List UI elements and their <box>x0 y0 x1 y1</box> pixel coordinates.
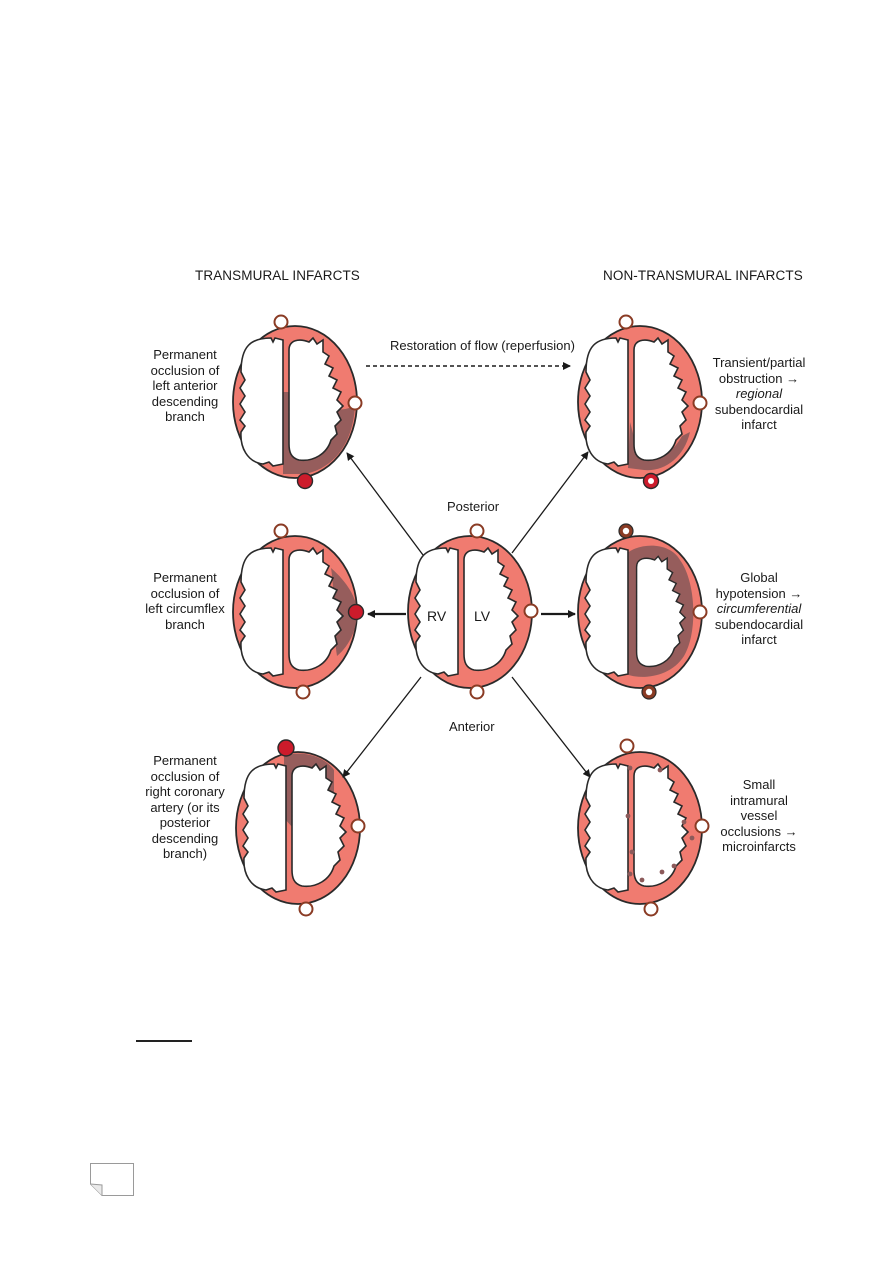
micro-posterior-vessel <box>619 738 635 754</box>
non-transmural-header: NON-TRANSMURAL INFARCTS <box>603 268 803 283</box>
posterior-label: Posterior <box>447 499 500 514</box>
anterior-label: Anterior <box>449 719 495 734</box>
center-posterior-vessel <box>469 523 485 539</box>
label-circumferential-subendocardial: Global hypotension → circumferential sub… <box>714 570 804 647</box>
underline-rule <box>136 1040 192 1042</box>
reperfusion-label: Restoration of flow (reperfusion) <box>390 338 575 353</box>
lad-occluded-vessel <box>296 472 314 490</box>
arrow-to-regional <box>511 451 589 554</box>
heart-regional-subendocardial <box>577 325 703 479</box>
lcx-occluded-vessel <box>347 603 365 621</box>
rca-anterior-vessel <box>298 901 314 917</box>
center-lateral-vessel <box>523 603 539 619</box>
label-regional-subendocardial: Transient/partial obstruction → regional… <box>712 355 806 432</box>
label-lad-occlusion: Permanent occlusion of left anterior des… <box>150 347 220 424</box>
circ-lateral-vessel <box>692 604 708 620</box>
heart-circumferential-subendocardial <box>577 535 703 689</box>
label-rca-occlusion: Permanent occlusion of right coronary ar… <box>145 753 225 861</box>
rca-lateral-vessel <box>350 818 366 834</box>
micro-lateral-vessel <box>694 818 710 834</box>
center-anterior-vessel <box>469 684 485 700</box>
arrow-to-rca <box>342 676 422 778</box>
heart-rca-occlusion <box>235 751 361 905</box>
heart-lcx-occlusion <box>232 535 358 689</box>
transmural-header: TRANSMURAL INFARCTS <box>195 268 360 283</box>
lv-label: LV <box>474 608 491 624</box>
label-microinfarcts: Small intramural vessel occlusions → mic… <box>720 777 798 854</box>
lcx-posterior-vessel <box>273 523 289 539</box>
rv-label: RV <box>427 608 447 624</box>
heart-lad-occlusion <box>232 325 358 479</box>
arrow-to-lad <box>346 452 424 556</box>
lcx-anterior-vessel <box>295 684 311 700</box>
page-corner-icon <box>90 1163 134 1196</box>
regional-lateral-vessel <box>692 395 708 411</box>
regional-posterior-vessel <box>618 314 634 330</box>
lad-posterior-vessel <box>273 314 289 330</box>
arrow-to-micro <box>511 676 591 778</box>
label-lcx-occlusion: Permanent occlusion of left circumflex b… <box>145 570 225 632</box>
micro-anterior-vessel <box>643 901 659 917</box>
heart-microinfarcts <box>577 751 703 905</box>
rca-occluded-vessel <box>277 739 295 757</box>
lad-lateral-vessel <box>347 395 363 411</box>
